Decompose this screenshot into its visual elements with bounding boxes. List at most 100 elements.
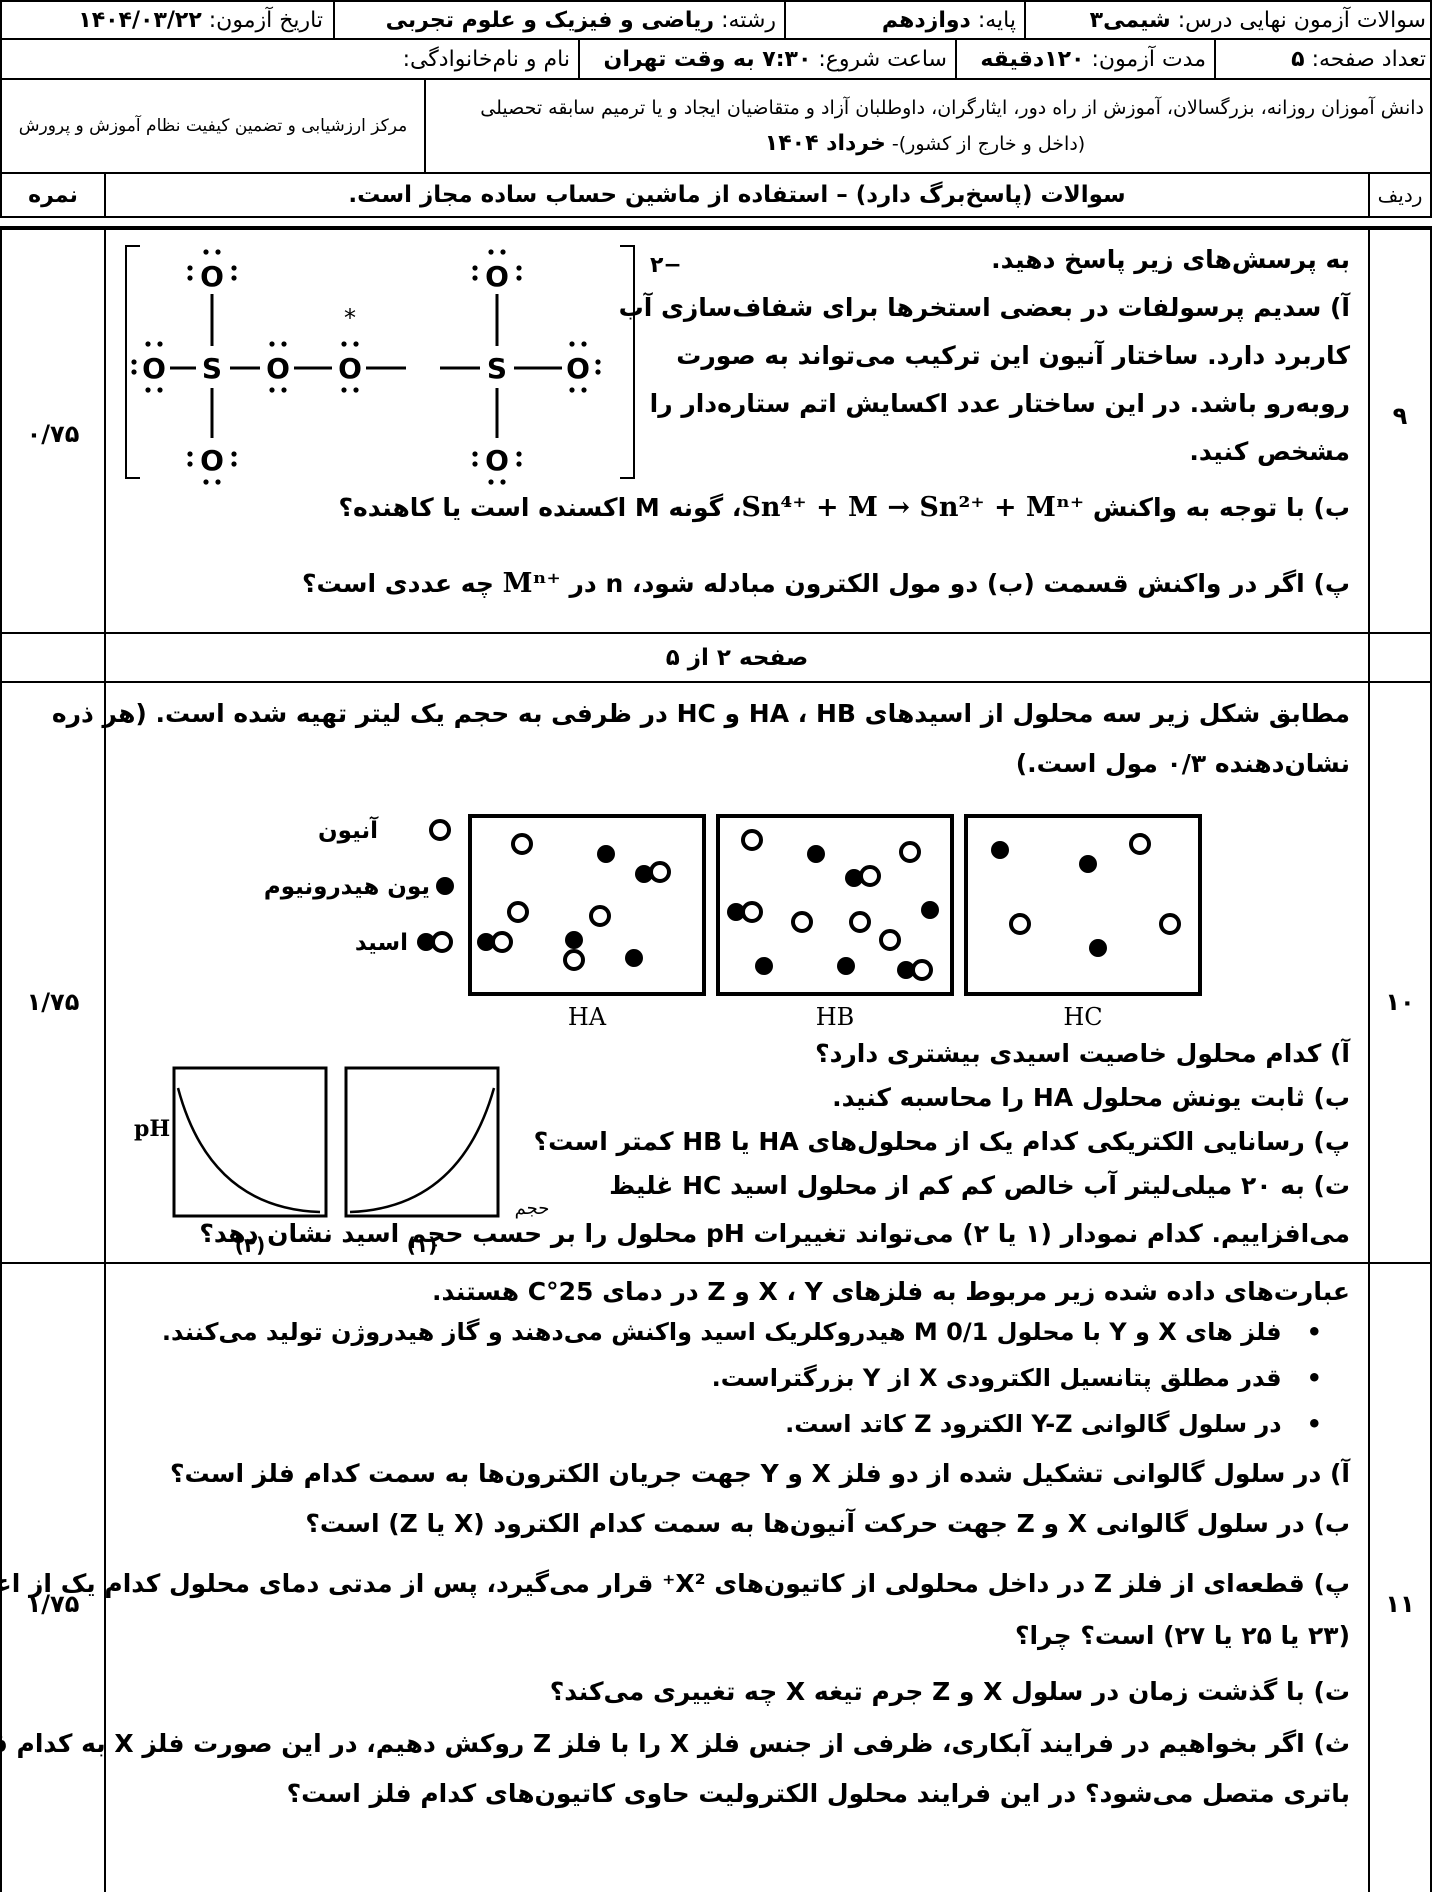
q10-c-pre: پ) رسانایی الکتریکی کدام یک از محلول‌های… [673, 1127, 1350, 1156]
center-cell: مرکز ارزشیابی و تضمین کیفیت نظام آموزش و… [0, 78, 426, 174]
left-border [0, 228, 2, 1892]
date-value: ۱۴۰۴/۰۳/۲۲ [78, 7, 202, 33]
q10-intro-line1: مطابق شکل زیر سه محلول از اسیدهای HA ، H… [51, 699, 1350, 728]
q9-b-post: ، گونه M اکسنده است یا کاهنده؟ [338, 493, 742, 522]
left-bracket [125, 245, 140, 479]
graph-2-frame [172, 1066, 328, 1218]
graph-1-frame [344, 1066, 500, 1218]
star-marker: * [344, 304, 356, 332]
q10-c: پ) رسانایی الکتریکی کدام یک از محلول‌های… [534, 1118, 1350, 1166]
q9-b: ب) با توجه به واکنش Sn⁴⁺ + M → Sn²⁺ + Mⁿ… [339, 484, 1350, 532]
row-col-line [1368, 228, 1370, 1892]
field-cell: رشته: ریاضی و فیزیک و علوم تجربی [333, 0, 786, 40]
name-label: نام و نام‌خانوادگی: [402, 46, 570, 72]
exam-title-label: سوالات آزمون نهایی درس: [1177, 7, 1426, 33]
q9-b-equation: Sn⁴⁺ + M → Sn²⁺ + Mⁿ⁺ [741, 492, 1085, 523]
lone-pairs [131, 249, 601, 485]
duration-cell: مدت آزمون: ۱۲۰دقیقه [955, 38, 1216, 80]
q10-b: ب) ثابت یونش محلول HA را محاسبه کنید. [832, 1083, 1350, 1112]
q11-score: ۱/۷۵ [26, 1590, 80, 1618]
q10-c-bold: کمتر [616, 1127, 674, 1156]
charge-label: ۲− [650, 253, 682, 278]
q11-b: ب) در سلول گالوانی X و Z جهت حرکت آنیون‌… [305, 1509, 1350, 1538]
atom-o-bridge2: O [338, 352, 362, 385]
q11-bullet-2: • قدر مطلق پتانسیل الکترودی X از Y بزرگت… [712, 1364, 1322, 1392]
q11-bullet-3-text: در سلول گالوانی Y-Z الکترود Z کاتد است. [785, 1410, 1282, 1438]
q10-intro-line2: نشان‌دهنده ۰/۳ مول است.) [1015, 749, 1350, 778]
q11-bullet-1: • فلز های X و Y با محلول 0/1 M هیدروکلری… [162, 1318, 1322, 1346]
q11-bullet-2-text: قدر مطلق پتانسیل الکترودی X از Y بزرگترا… [711, 1364, 1282, 1392]
graph-2-label: (۲) [235, 1233, 266, 1257]
q9-c-pre: پ) اگر در واکنش قسمت (ب) دو مول الکترون … [569, 569, 1351, 598]
atom-o-bottom-left: O [200, 444, 224, 477]
audience-line2a: (داخل و خارج از کشور)- [885, 133, 1086, 155]
grade-value: دوازدهم [881, 7, 971, 33]
col-row-label: ردیف [1377, 183, 1423, 207]
atom-s-left: S [202, 352, 222, 385]
q11-c-line2: (۲۳ یا ۲۵ یا ۲۷) است؟ چرا؟ [1015, 1612, 1350, 1660]
page-footer-line [0, 681, 1432, 683]
q11-bullet-1-text: فلز های X و Y با محلول 0/1 M هیدروکلریک … [161, 1318, 1282, 1346]
q9-number: ۹ [1392, 402, 1408, 430]
q11-c-why: چرا؟ [1014, 1621, 1072, 1650]
pages-value: ۵ [1291, 46, 1305, 72]
pages-cell: تعداد صفحه: ۵ [1214, 38, 1432, 80]
col-questions-label: سوالات (پاسخ‌برگ دارد) – استفاده از ماشی… [348, 182, 1126, 208]
legend-acid-label: اسید [355, 930, 408, 956]
legend-hydronium-icon [436, 877, 454, 895]
atom-s-right: S [487, 352, 507, 385]
date-label: تاریخ آزمون: [208, 7, 323, 33]
graph-2-curve [176, 1087, 321, 1214]
q9-a-line2: کاربرد دارد. ساختار آنیون این ترکیب می‌ت… [676, 341, 1350, 370]
q10-bottom-line [0, 1262, 1432, 1264]
score-col-line [104, 228, 106, 1892]
hb-particles [727, 829, 939, 981]
col-row-header: ردیف [1368, 172, 1432, 218]
right-bracket [620, 245, 635, 479]
audience-line2: (داخل و خارج از کشور)- خرداد ۱۴۰۴ [426, 126, 1424, 162]
q10-d-line1: ت) به ۲۰ میلی‌لیتر آب خالص کم کم از محلو… [609, 1171, 1350, 1200]
q11-bullet-3: • در سلول گالوانی Y-Z الکترود Z کاتد است… [785, 1410, 1322, 1438]
box-hb [716, 814, 954, 996]
duration-label: مدت آزمون: [1091, 46, 1207, 72]
col-score-header: نمره [0, 172, 106, 218]
q11-a: آ) در سلول گالوانی تشکیل شده از دو فلز X… [169, 1459, 1350, 1488]
q11-c-open: ( [1338, 1621, 1350, 1650]
q9-score: ۰/۷۵ [26, 420, 80, 448]
field-value: ریاضی و فیزیک و علوم تجربی [385, 7, 715, 33]
legend-anion-label: آنیون [318, 815, 379, 844]
date-cell: تاریخ آزمون: ۱۴۰۴/۰۳/۲۲ [0, 0, 335, 40]
start-label: ساعت شروع: [818, 46, 947, 72]
legend-hydronium-label: یون هیدرونیوم [264, 874, 430, 900]
page-footer: صفحه ۲ از ۵ [665, 644, 809, 671]
q11-c-options: ۲۳ یا ۲۵ یا ۲۷ [1174, 1621, 1339, 1650]
box-ha [468, 814, 706, 996]
q9-c: پ) اگر در واکنش قسمت (ب) دو مول الکترون … [302, 560, 1350, 608]
box-hc [964, 814, 1202, 996]
right-border [1430, 228, 1432, 1892]
col-score-label: نمره [28, 182, 78, 208]
q10-a: آ) کدام محلول خاصیت اسیدی بیشتری دارد؟ [815, 1039, 1350, 1068]
box-label-hb: HB [816, 1003, 855, 1030]
q11-c-mid: ) است؟ [1071, 1621, 1175, 1650]
q9-a-line3: روبه‌رو باشد. در این ساختار عدد اکسایش ا… [649, 389, 1350, 418]
q11-e-line2: باتری متصل می‌شود؟ در این فرایند محلول ا… [286, 1779, 1350, 1808]
start-time-cell: ساعت شروع: ۷:۳۰ به وقت تهران [578, 38, 957, 80]
q10-score: ۱/۷۵ [26, 988, 80, 1016]
audience-line1: دانش آموزان روزانه، بزرگسالان، آموزش از … [480, 97, 1424, 119]
graph-ylabel: pH [134, 1116, 170, 1142]
persulfate-structure: ۲− O O O S O O S O O O * [125, 245, 682, 485]
q11-e-line1: ث) اگر بخواهیم در فرایند آبکاری، ظرفی از… [0, 1729, 1350, 1758]
q9-a-line1: آ) سدیم پرسولفات در بعضی استخرها برای شف… [618, 293, 1350, 322]
header-separator [0, 226, 1432, 230]
atom-o-top-right: O [485, 260, 509, 293]
q9-c-symbol: Mⁿ⁺ [502, 568, 561, 599]
box-label-ha: HA [568, 1003, 607, 1030]
q10-d-line2: می‌افزاییم. کدام نمودار (۱ یا ۲) می‌توان… [199, 1219, 1350, 1248]
atom-o-left: O [142, 352, 166, 385]
bullet-dot-2: • [1281, 1364, 1322, 1392]
q9-bottom-line [0, 632, 1432, 634]
q11-d: ت) با گذشت زمان در سلول X و Z جرم تیغه X… [549, 1677, 1350, 1706]
q11-number: ۱۱ [1385, 1590, 1415, 1618]
